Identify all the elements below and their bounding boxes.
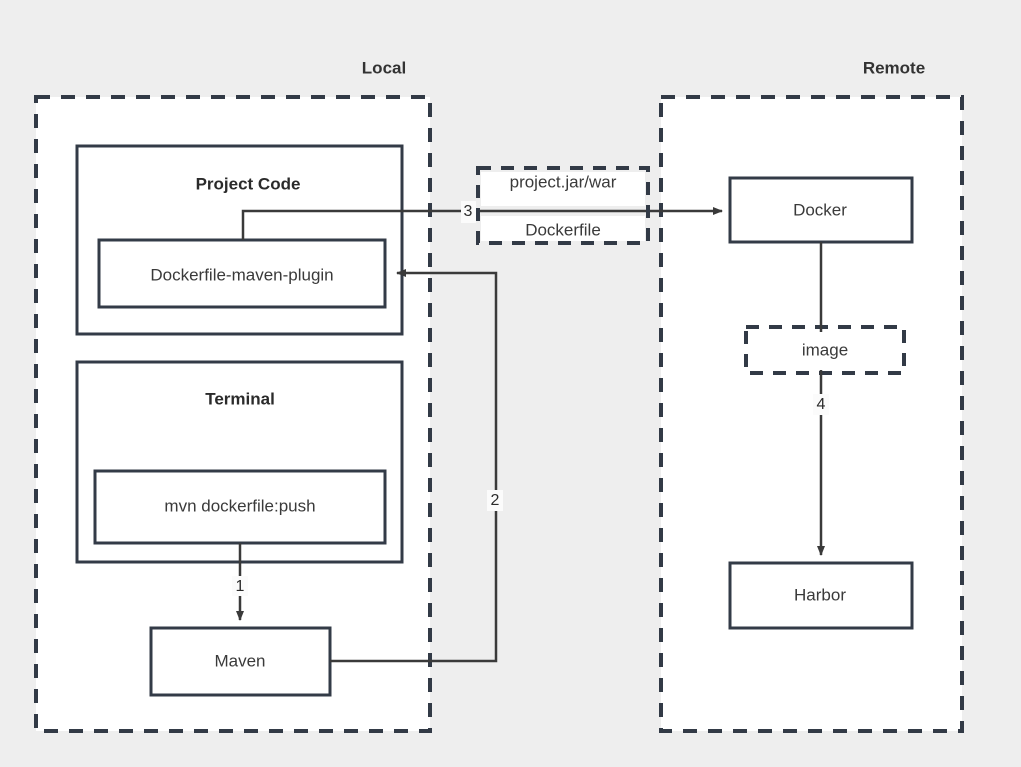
docker-box[interactable] (728, 176, 914, 244)
harbor-box[interactable] (728, 561, 914, 630)
harbor-label: Harbor (794, 585, 846, 604)
image-artifact-label: image (802, 340, 848, 359)
transfer-artifact-line2: Dockerfile (525, 220, 601, 239)
edge-1-number-bg (232, 576, 248, 596)
zone-label-local: Local (362, 58, 406, 77)
terminal-title: Terminal (205, 389, 275, 408)
transfer-artifact-box (476, 166, 650, 245)
zone-label-remote: Remote (863, 58, 925, 77)
edge-3-number: 3 (464, 203, 473, 220)
transfer-artifact-bottom-fill (481, 216, 645, 241)
edge-2-number-bg (487, 490, 503, 511)
edge-plugin-to-docker (241, 207, 723, 240)
docker-label: Docker (793, 200, 847, 219)
maven-label: Maven (214, 651, 265, 670)
image-artifact-box (744, 325, 906, 375)
transfer-artifact-top-fill (481, 172, 645, 206)
edge-2-number: 2 (491, 492, 500, 509)
edge-3-number-bg (461, 201, 476, 223)
dockerfile-maven-plugin-box[interactable] (97, 238, 387, 309)
edge-4-number-bg (813, 394, 829, 415)
mvn-command-label: mvn dockerfile:push (164, 496, 315, 515)
edge-4-number: 4 (817, 396, 826, 413)
transfer-artifact-line1: project.jar/war (510, 172, 617, 191)
edge-maven-to-plugin (330, 269, 498, 663)
dockerfile-maven-plugin-label: Dockerfile-maven-plugin (150, 265, 333, 284)
edge-1-number: 1 (236, 578, 245, 595)
maven-box[interactable] (149, 626, 332, 697)
project-code-title: Project Code (196, 174, 301, 193)
